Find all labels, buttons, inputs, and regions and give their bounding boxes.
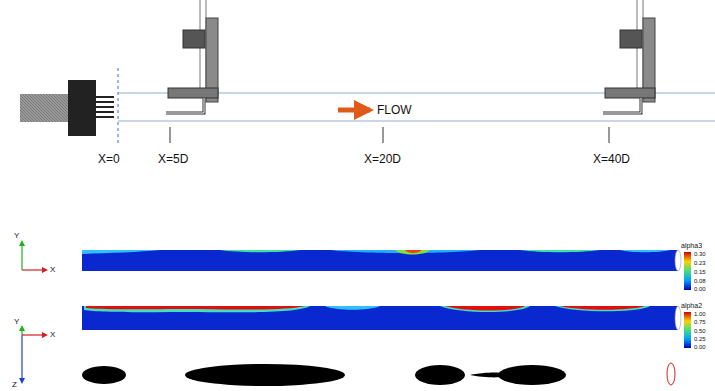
colorbar-alpha3 bbox=[684, 252, 691, 290]
colorbar-value: 0.00 bbox=[694, 344, 706, 350]
position-ticks bbox=[170, 127, 609, 143]
axis-label: X bbox=[50, 331, 55, 339]
axis-label: Z bbox=[12, 381, 17, 389]
injector-nozzles bbox=[96, 97, 114, 117]
hose bbox=[20, 94, 70, 122]
colorbar-value: 0.30 bbox=[694, 251, 706, 257]
axis-triad bbox=[19, 240, 48, 273]
colorbar-value: 0.50 bbox=[694, 328, 706, 334]
contour-alpha3 bbox=[82, 250, 681, 271]
position-label: X=40D bbox=[593, 153, 630, 165]
colorbar-value: 0.15 bbox=[694, 269, 706, 275]
axis-triad bbox=[19, 325, 48, 384]
position-label: X=20D bbox=[364, 153, 401, 165]
colorbar-value: 0.25 bbox=[694, 336, 706, 342]
pipe-section-outline bbox=[667, 363, 675, 385]
bubble-silhouettes bbox=[82, 364, 566, 386]
colorbar-value: 0.00 bbox=[694, 286, 706, 292]
colorbar-value: 0.08 bbox=[694, 278, 706, 284]
origin-line bbox=[118, 68, 119, 146]
flow-arrow bbox=[338, 108, 370, 113]
colorbar-title: alpha2 bbox=[681, 302, 702, 309]
axis-label: X bbox=[50, 266, 55, 274]
contour-alpha2 bbox=[82, 306, 681, 330]
probe bbox=[603, 0, 655, 113]
colorbar-alpha2 bbox=[684, 312, 691, 348]
axis-label: Y bbox=[14, 232, 19, 240]
position-label: X=5D bbox=[158, 153, 188, 165]
colorbar-value: 0.23 bbox=[694, 260, 706, 266]
injector-block bbox=[68, 80, 96, 136]
axis-label: Y bbox=[14, 318, 19, 326]
position-label: X=0 bbox=[98, 153, 120, 165]
colorbar-value: 0.75 bbox=[694, 319, 706, 325]
colorbar-value: 1.00 bbox=[694, 311, 706, 317]
colorbar-title: alpha3 bbox=[681, 242, 702, 249]
flow-label: FLOW bbox=[377, 104, 412, 116]
probe bbox=[166, 0, 218, 113]
